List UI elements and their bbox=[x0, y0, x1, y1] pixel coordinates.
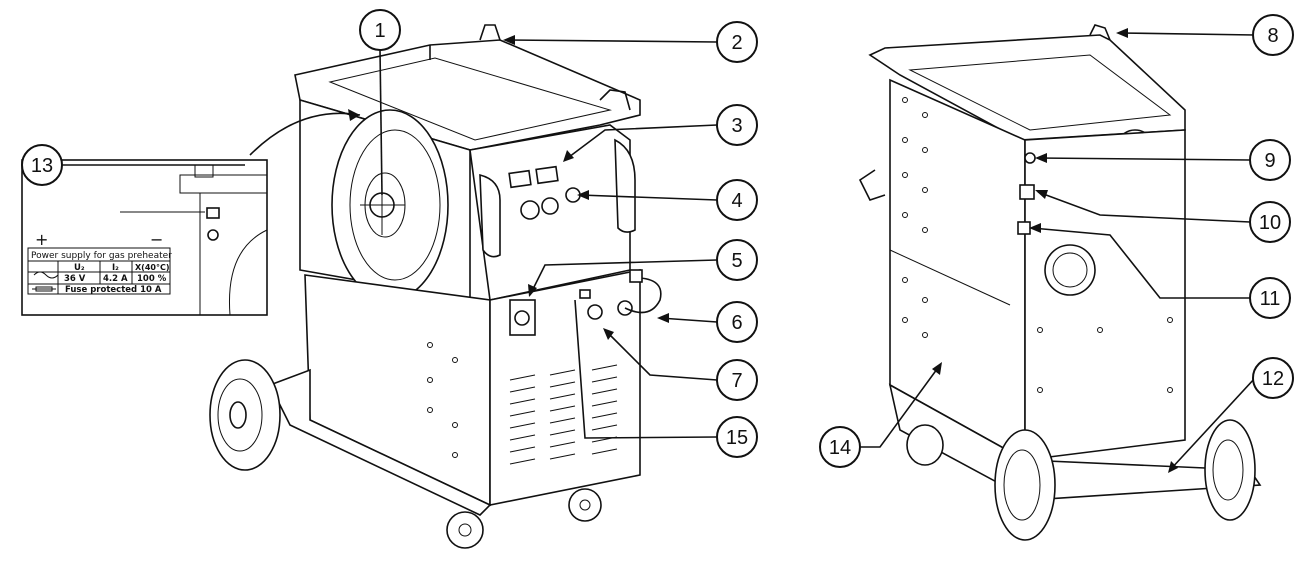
callouts: 1 2 3 4 5 6 7 8 9 10 11 12 13 14 15 bbox=[21, 9, 1294, 468]
callout-6: 6 bbox=[716, 301, 758, 343]
inset-value-i2: 4.2 A bbox=[103, 274, 128, 284]
svg-text:6: 6 bbox=[731, 312, 742, 334]
front-machine bbox=[209, 24, 662, 549]
svg-text:10: 10 bbox=[1259, 212, 1281, 234]
inset-value-u2: 36 V bbox=[64, 274, 86, 284]
inset-header-u2: U₂ bbox=[74, 263, 85, 273]
ac-symbol-icon bbox=[33, 271, 59, 279]
svg-text:11: 11 bbox=[1260, 288, 1281, 310]
svg-text:13: 13 bbox=[31, 155, 53, 177]
inset-plus: + bbox=[35, 230, 48, 249]
callout-2: 2 bbox=[716, 21, 758, 63]
inset-fuse: Fuse protected 10 A bbox=[65, 285, 162, 295]
callout-13: 13 bbox=[21, 144, 63, 186]
svg-text:7: 7 bbox=[731, 370, 742, 392]
callout-3: 3 bbox=[716, 104, 758, 146]
callout-12: 12 bbox=[1252, 357, 1294, 399]
callout-14: 14 bbox=[819, 426, 861, 468]
inset-title: Power supply for gas preheater bbox=[31, 251, 172, 261]
rear-machine bbox=[858, 24, 1262, 541]
svg-text:15: 15 bbox=[726, 427, 748, 449]
svg-text:12: 12 bbox=[1262, 368, 1284, 390]
svg-text:4: 4 bbox=[731, 190, 742, 212]
inset-header-i2: I₂ bbox=[112, 263, 119, 273]
svg-text:3: 3 bbox=[731, 115, 742, 137]
callout-10: 10 bbox=[1249, 201, 1291, 243]
inset-value-x: 100 % bbox=[137, 274, 167, 284]
svg-text:2: 2 bbox=[731, 32, 742, 54]
svg-text:8: 8 bbox=[1267, 25, 1278, 47]
svg-text:14: 14 bbox=[829, 437, 851, 459]
callout-15: 15 bbox=[716, 416, 758, 458]
callout-4: 4 bbox=[716, 179, 758, 221]
callout-5: 5 bbox=[716, 239, 758, 281]
svg-text:5: 5 bbox=[731, 250, 742, 272]
callout-8: 8 bbox=[1252, 14, 1294, 56]
svg-text:1: 1 bbox=[374, 20, 385, 42]
callout-1: 1 bbox=[359, 9, 401, 51]
vent-louvers bbox=[509, 364, 618, 465]
leader-lines bbox=[62, 32, 1256, 471]
callout-7: 7 bbox=[716, 359, 758, 401]
callout-11: 11 bbox=[1249, 277, 1291, 319]
inset-minus: − bbox=[150, 230, 163, 249]
gas-preheater-inset: + − Power supply for gas preheater U₂ I₂… bbox=[21, 159, 268, 316]
inset-header-x: X(40°C) bbox=[135, 263, 169, 272]
svg-text:9: 9 bbox=[1264, 150, 1275, 172]
callout-9: 9 bbox=[1249, 139, 1291, 181]
